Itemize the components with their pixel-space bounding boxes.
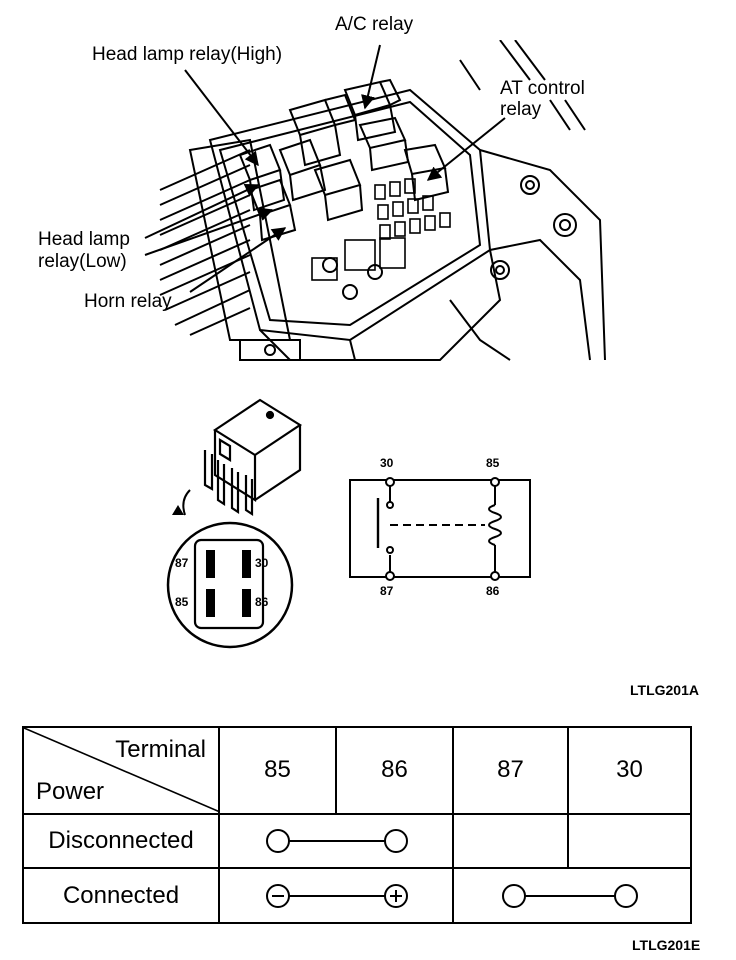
column-header: 86 xyxy=(335,726,454,815)
continuity-link-85-86 xyxy=(266,829,408,854)
corner-diagonal xyxy=(24,728,220,813)
callout-head-lamp-relay-high: Head lamp relay(High) xyxy=(92,44,283,65)
fuse-box-illustration xyxy=(159,40,606,361)
figure-code-bottom: LTLG201E xyxy=(632,937,701,953)
pin-label-bottom-right: 86 xyxy=(255,595,269,609)
table-row: Connected xyxy=(22,867,692,924)
table-corner-cell: Terminal Power xyxy=(22,726,220,815)
pin-label-top-left: 87 xyxy=(175,556,189,570)
leader-head-lamp-high xyxy=(184,69,259,167)
relay-3d-drawing xyxy=(182,398,303,517)
leader-head-lamp-low-2 xyxy=(144,207,274,256)
schematic-terminal-top-left: 30 xyxy=(380,456,394,470)
mounting-bolts xyxy=(322,175,577,300)
callout-at-control-relay-line1: AT control xyxy=(500,78,585,99)
empty-cell xyxy=(452,812,569,870)
lower-bracket xyxy=(239,339,301,361)
figure-code-top: LTLG201A xyxy=(630,682,699,698)
pin-label-top-right: 30 xyxy=(255,556,269,570)
callout-ac-relay: A/C relay xyxy=(335,14,414,35)
leader-head-lamp-low-1 xyxy=(144,184,260,239)
relay-blocks xyxy=(238,78,450,242)
schematic-terminal-bottom-left: 87 xyxy=(380,584,394,598)
schematic-terminal-top-right: 85 xyxy=(486,456,500,470)
continuity-link-87-30 xyxy=(502,883,638,908)
leader-ac-relay xyxy=(361,44,381,110)
column-header: 85 xyxy=(218,726,337,815)
leader-at-control xyxy=(426,117,506,181)
callout-leaders xyxy=(144,44,506,293)
radiator-fins xyxy=(159,138,292,341)
pin-label-bottom-left: 85 xyxy=(175,595,189,609)
relay-pin-layout xyxy=(166,505,294,649)
row-label-connected: Connected xyxy=(22,867,220,924)
fuse-rows xyxy=(311,178,451,281)
table-header-row: Terminal Power 85 86 87 30 xyxy=(22,726,692,815)
callout-at-control-relay-line2: relay xyxy=(500,99,542,120)
leader-horn-relay xyxy=(189,227,287,293)
relay-schematic xyxy=(349,477,531,581)
callout-head-lamp-relay-low-line2: relay(Low) xyxy=(38,251,127,272)
row-label-disconnected: Disconnected xyxy=(22,812,220,870)
continuity-table: Terminal Power 85 86 87 30 Disconnected … xyxy=(22,726,692,924)
table-row: Disconnected xyxy=(22,812,692,870)
callout-head-lamp-relay-low-line1: Head lamp xyxy=(38,229,130,250)
header-terminal: Terminal xyxy=(115,736,206,764)
callout-horn-relay: Horn relay xyxy=(84,291,172,312)
column-header: 87 xyxy=(452,726,569,815)
power-link-85-86 xyxy=(266,883,408,908)
column-header: 30 xyxy=(567,726,692,815)
continuity-cell xyxy=(452,867,692,924)
pointer-arrow xyxy=(182,489,191,516)
continuity-cell xyxy=(218,812,454,870)
power-cell xyxy=(218,867,454,924)
schematic-terminal-bottom-right: 86 xyxy=(486,584,500,598)
header-power: Power xyxy=(36,778,105,806)
empty-cell xyxy=(567,812,692,870)
body-panel xyxy=(449,40,606,361)
